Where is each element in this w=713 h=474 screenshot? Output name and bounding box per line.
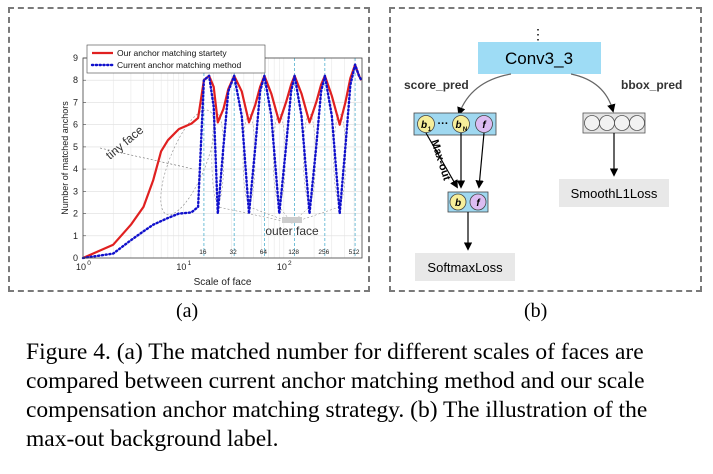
maxout-label: Max-out — [428, 138, 453, 182]
y-tick-label: 6 — [73, 120, 78, 130]
bbox-pred-label: bbox_pred — [621, 78, 682, 92]
anchor-scale-label: 128 — [288, 249, 299, 256]
outer-face-marker — [282, 217, 302, 223]
svg-text:1: 1 — [428, 127, 432, 133]
svg-text:b: b — [455, 198, 461, 209]
y-tick-label: 2 — [73, 209, 78, 219]
anchor-scale-label: 64 — [260, 249, 268, 256]
svg-text:b: b — [421, 120, 427, 131]
annotation-outer-face: outer face — [265, 224, 319, 238]
maxout-cell-b: b — [449, 193, 467, 211]
bbox-cell-2 — [599, 115, 615, 131]
score-cell-b1: b 1 — [417, 115, 435, 133]
svg-text:f: f — [482, 120, 487, 131]
y-tick-label: 8 — [73, 75, 78, 85]
conv3-3-box — [478, 42, 601, 74]
arrow-to-bbox — [570, 73, 616, 113]
series-current-method-line — [81, 63, 363, 260]
x-axis-label: Scale of face — [194, 277, 252, 288]
panel-b-label: (b) — [524, 300, 548, 322]
x-tick-label-base: 10 — [176, 262, 186, 272]
svg-text:f: f — [476, 198, 481, 209]
anchor-scale-label: 16 — [199, 249, 207, 256]
figure-caption: Figure 4. (a) The matched number for dif… — [26, 338, 698, 454]
score-ellipsis: ··· — [438, 118, 449, 130]
top-ellipsis: ⋮ — [531, 26, 545, 42]
outer-face-connector — [279, 206, 293, 224]
y-axis-label: Number of matched anchors — [60, 101, 70, 215]
score-cell-f: f — [475, 115, 493, 133]
series-our-strategy-line — [82, 63, 363, 260]
score-cell-bN: b N — [452, 115, 470, 133]
x-tick-label-base: 10 — [277, 262, 287, 272]
y-tick-label: 9 — [73, 53, 78, 63]
legend-label-current-method: Current anchor matching method — [117, 60, 242, 70]
anchor-scale-label: 256 — [318, 249, 329, 256]
smoothl1-loss-label: SmoothL1Loss — [571, 186, 658, 201]
x-tick-label-exp: 2 — [288, 260, 292, 267]
y-tick-label: 4 — [73, 164, 78, 174]
arrow-b1-to-b — [425, 132, 458, 189]
softmax-loss-label: SoftmaxLoss — [427, 260, 503, 275]
x-tick-label-exp: 0 — [87, 260, 91, 267]
arrow-f-to-f — [475, 132, 485, 189]
y-tick-label: 5 — [73, 142, 78, 152]
arrow-to-score — [457, 73, 512, 116]
legend-label-our-strategy: Our anchor matching startety — [117, 48, 227, 58]
bbox-cell-3 — [614, 115, 630, 131]
panel-b-frame: ⋮ Conv3_3 score_pred bbox_pred b 1 ··· b… — [389, 7, 702, 292]
bbox-cell-1 — [584, 115, 600, 131]
score-pred-label: score_pred — [404, 78, 469, 92]
y-tick-label: 3 — [73, 186, 78, 196]
y-tick-label: 7 — [73, 97, 78, 107]
softmax-loss-box — [415, 253, 515, 281]
svg-text:N: N — [463, 127, 467, 133]
outer-face-connector — [217, 206, 293, 224]
tiny-face-ellipse — [160, 109, 215, 216]
anchor-scale-label: 512 — [349, 249, 360, 256]
x-tick-label-base: 10 — [76, 262, 86, 272]
maxout-diagram: ⋮ Conv3_3 score_pred bbox_pred b 1 ··· b… — [404, 26, 682, 281]
smoothl1-loss-box — [559, 179, 669, 207]
caption-line: max-out background label. — [26, 426, 279, 452]
legend-box — [86, 44, 266, 74]
caption-line: compensation anchor matching strategy. (… — [26, 397, 648, 423]
conv3-3-label: Conv3_3 — [505, 49, 573, 68]
caption-line: Figure 4. (a) The matched number for dif… — [26, 339, 644, 365]
anchor-scale-label: 32 — [230, 249, 238, 256]
y-tick-label: 0 — [73, 253, 78, 263]
bbox-cell-4 — [629, 115, 645, 131]
y-tick-label: 1 — [73, 231, 78, 241]
svg-text:b: b — [455, 120, 461, 131]
panel-a-label: (a) — [176, 300, 199, 322]
caption-line: compared between current anchor matching… — [26, 368, 645, 394]
x-tick-label-exp: 1 — [188, 260, 192, 267]
maxout-cell-f: f — [469, 193, 487, 211]
